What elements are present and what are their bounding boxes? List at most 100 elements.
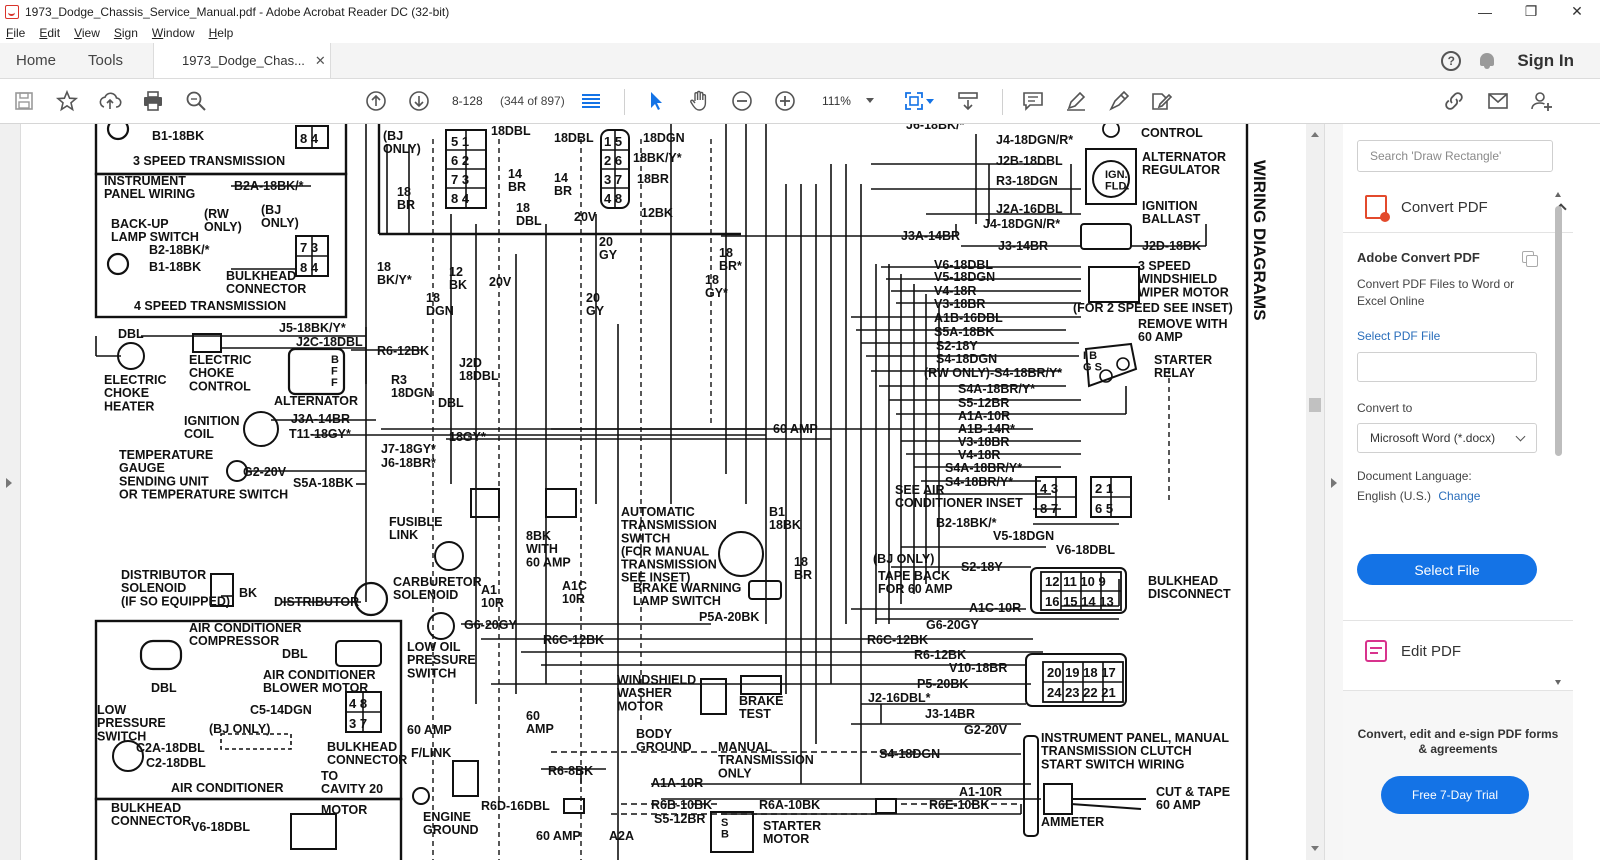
- page-up-icon[interactable]: [364, 89, 388, 113]
- svg-text:3 SPEED TRANSMISSION: 3 SPEED TRANSMISSION: [133, 154, 285, 168]
- maximize-button[interactable]: ❐: [1524, 3, 1538, 19]
- svg-text:J4-18DGN/R*: J4-18DGN/R*: [996, 133, 1073, 147]
- svg-text:J2C-18DBL: J2C-18DBL: [296, 335, 363, 349]
- minimize-button[interactable]: —: [1478, 3, 1492, 20]
- save-icon[interactable]: [12, 89, 36, 113]
- menu-window[interactable]: Window: [151, 26, 195, 40]
- scroll-down-icon[interactable]: [1555, 680, 1561, 685]
- select-arrow-icon[interactable]: [644, 89, 668, 113]
- change-language-link[interactable]: Change: [1438, 489, 1481, 503]
- svg-text:S5-12BR: S5-12BR: [654, 812, 705, 826]
- sign-icon[interactable]: [1150, 89, 1174, 113]
- tools-pane: Search 'Draw Rectangle' Convert PDF Adob…: [1343, 124, 1600, 860]
- scroll-down-icon[interactable]: [1311, 846, 1319, 851]
- menu-view[interactable]: View: [74, 26, 100, 40]
- svg-text:S4-18DGN: S4-18DGN: [936, 352, 997, 366]
- close-tab-icon[interactable]: ✕: [314, 52, 326, 68]
- svg-text:18BR*: 18BR*: [719, 246, 742, 273]
- upload-icon[interactable]: [98, 89, 122, 113]
- svg-text:V4-18R: V4-18R: [958, 448, 1000, 462]
- select-pdf-file-link[interactable]: Select PDF File: [1357, 329, 1441, 343]
- print-icon[interactable]: [141, 89, 165, 113]
- scroll-up-icon[interactable]: [1311, 132, 1319, 137]
- svg-text:G6-20GY: G6-20GY: [464, 618, 517, 632]
- highlight-icon[interactable]: [1064, 89, 1088, 113]
- bell-icon[interactable]: [1479, 52, 1495, 70]
- scroll-up-icon[interactable]: [1555, 192, 1561, 197]
- copy-icon[interactable]: [1522, 251, 1538, 267]
- tab-document[interactable]: 1973_Dodge_Chas... ✕: [153, 43, 332, 78]
- svg-text:S2-18Y: S2-18Y: [936, 339, 978, 353]
- svg-text:4 3: 4 3: [1040, 481, 1058, 496]
- svg-text:J6-18BR*: J6-18BR*: [381, 456, 436, 470]
- menu-sign[interactable]: Sign: [113, 26, 138, 40]
- share-link-icon[interactable]: [1442, 89, 1466, 113]
- star-icon[interactable]: [55, 89, 79, 113]
- convert-to-select[interactable]: Microsoft Word (*.docx): [1357, 423, 1537, 453]
- zoom-search-icon[interactable]: [184, 89, 208, 113]
- comment-icon[interactable]: [1021, 89, 1045, 113]
- zoom-out-icon[interactable]: [730, 89, 754, 113]
- svg-text:J3-14BR: J3-14BR: [925, 707, 975, 721]
- page-down-icon[interactable]: [407, 89, 431, 113]
- hand-icon[interactable]: [687, 89, 711, 113]
- sign-in-button[interactable]: Sign In: [1517, 50, 1574, 70]
- selected-file-field[interactable]: [1357, 352, 1537, 382]
- tools-pane-scrollbar[interactable]: [1553, 184, 1564, 689]
- svg-text:DISTRIBUTOR: DISTRIBUTOR: [274, 595, 359, 609]
- convert-pdf-header[interactable]: Convert PDF: [1343, 186, 1573, 228]
- svg-text:18BR: 18BR: [794, 555, 812, 582]
- document-scrollbar[interactable]: [1306, 124, 1324, 860]
- svg-text:(RW ONLY)-S4-18BR/Y*: (RW ONLY)-S4-18BR/Y*: [924, 366, 1062, 380]
- svg-text:G2-20V: G2-20V: [964, 723, 1008, 737]
- svg-text:J3A-14BR: J3A-14BR: [291, 412, 350, 426]
- menu-help[interactable]: Help: [208, 26, 234, 40]
- svg-text:ALTERNATOR: ALTERNATOR: [274, 394, 358, 408]
- free-trial-button[interactable]: Free 7-Day Trial: [1381, 776, 1529, 814]
- svg-text:S5A-18BK: S5A-18BK: [934, 325, 994, 339]
- zoom-level-input[interactable]: 111%: [822, 94, 851, 108]
- left-panel-toggle[interactable]: [0, 124, 20, 860]
- svg-text:CONTROL: CONTROL: [1141, 126, 1203, 140]
- svg-text:MOTOR: MOTOR: [321, 803, 367, 817]
- scrolling-tool-icon[interactable]: [956, 89, 980, 113]
- edit-pdf-tool[interactable]: Edit PDF: [1365, 640, 1461, 662]
- right-panel-toggle[interactable]: [1324, 124, 1343, 860]
- scroll-mode-icon[interactable]: [579, 89, 603, 113]
- svg-text:B1-18BK: B1-18BK: [152, 129, 204, 143]
- expand-left-icon[interactable]: [6, 478, 12, 488]
- tab-tools[interactable]: Tools: [88, 52, 124, 69]
- svg-text:A2A: A2A: [609, 829, 634, 843]
- zoom-dropdown-icon[interactable]: [866, 98, 874, 103]
- fit-page-icon[interactable]: [902, 89, 926, 113]
- tools-search-input[interactable]: Search 'Draw Rectangle': [1357, 140, 1553, 172]
- scrollbar-thumb[interactable]: [1555, 206, 1562, 456]
- page-number-input[interactable]: 8-128: [452, 94, 483, 108]
- tab-home[interactable]: Home: [16, 52, 57, 69]
- help-icon[interactable]: ?: [1441, 50, 1462, 71]
- fit-dropdown-icon[interactable]: [926, 99, 934, 104]
- svg-text:R6-12BK: R6-12BK: [914, 648, 966, 662]
- draw-icon[interactable]: [1107, 89, 1131, 113]
- menu-edit[interactable]: Edit: [39, 26, 61, 40]
- collapse-panel-icon[interactable]: [1331, 478, 1337, 488]
- scrollbar-thumb[interactable]: [1309, 398, 1321, 412]
- close-button[interactable]: ✕: [1571, 3, 1583, 19]
- svg-text:20 19 18 17: 20 19 18 17: [1047, 665, 1116, 680]
- mail-icon[interactable]: [1486, 89, 1510, 113]
- add-user-icon[interactable]: [1530, 89, 1554, 113]
- svg-text:A1-10R: A1-10R: [959, 785, 1002, 799]
- svg-text:C2A-18DBL: C2A-18DBL: [136, 741, 205, 755]
- select-file-button[interactable]: Select File: [1357, 554, 1537, 585]
- svg-text:60 AMP: 60 AMP: [407, 723, 452, 737]
- menu-file[interactable]: File: [6, 26, 26, 40]
- zoom-in-icon[interactable]: [773, 89, 797, 113]
